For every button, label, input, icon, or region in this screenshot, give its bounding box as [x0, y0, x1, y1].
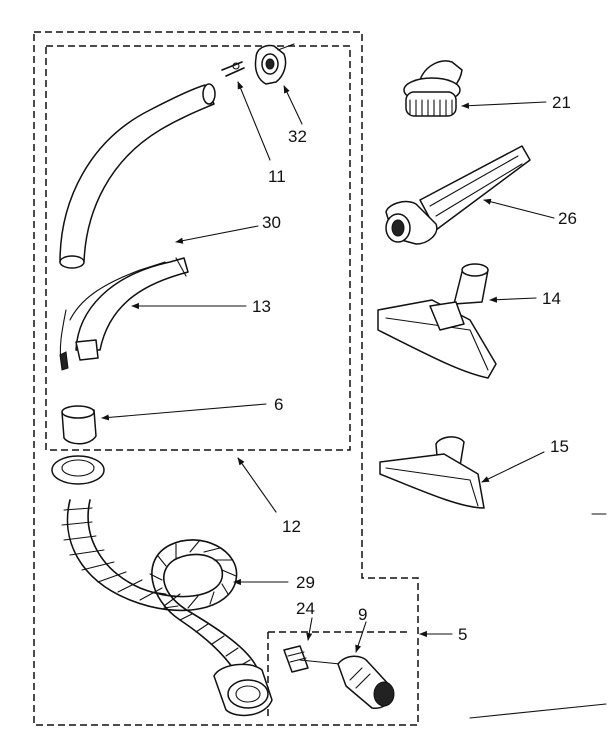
callout-12: 12 — [282, 517, 301, 536]
floor-brush — [377, 263, 497, 379]
connector-clip — [283, 645, 341, 673]
callout-21: 21 — [552, 93, 571, 112]
callout-11: 11 — [268, 167, 286, 186]
curved-wand — [59, 83, 216, 269]
callout-6: 6 — [274, 395, 283, 414]
dusting-brush — [403, 60, 463, 117]
callout-9: 9 — [358, 605, 367, 624]
swivel-collar — [254, 43, 295, 85]
assembly-boundary-outer — [33, 31, 419, 726]
assembly-boundary-inner — [45, 45, 351, 451]
leader-lines — [101, 81, 607, 719]
flexible-hose — [51, 455, 273, 717]
pin-clip — [221, 61, 245, 77]
coupling — [61, 405, 97, 445]
callout-26: 26 — [558, 209, 577, 228]
callout-5: 5 — [458, 625, 467, 644]
callout-14: 14 — [542, 289, 561, 308]
callout-29: 29 — [296, 573, 315, 592]
callout-15: 15 — [550, 437, 569, 456]
callout-13: 13 — [252, 297, 271, 316]
callout-24: 24 — [296, 599, 315, 618]
assembly-boundary-small — [267, 631, 410, 720]
callout-32: 32 — [288, 127, 307, 146]
handle-assembly — [59, 257, 189, 371]
hose-end — [337, 655, 395, 709]
crevice-tool — [385, 145, 531, 245]
callout-30: 30 — [262, 213, 281, 232]
upholstery-tool — [379, 436, 485, 509]
